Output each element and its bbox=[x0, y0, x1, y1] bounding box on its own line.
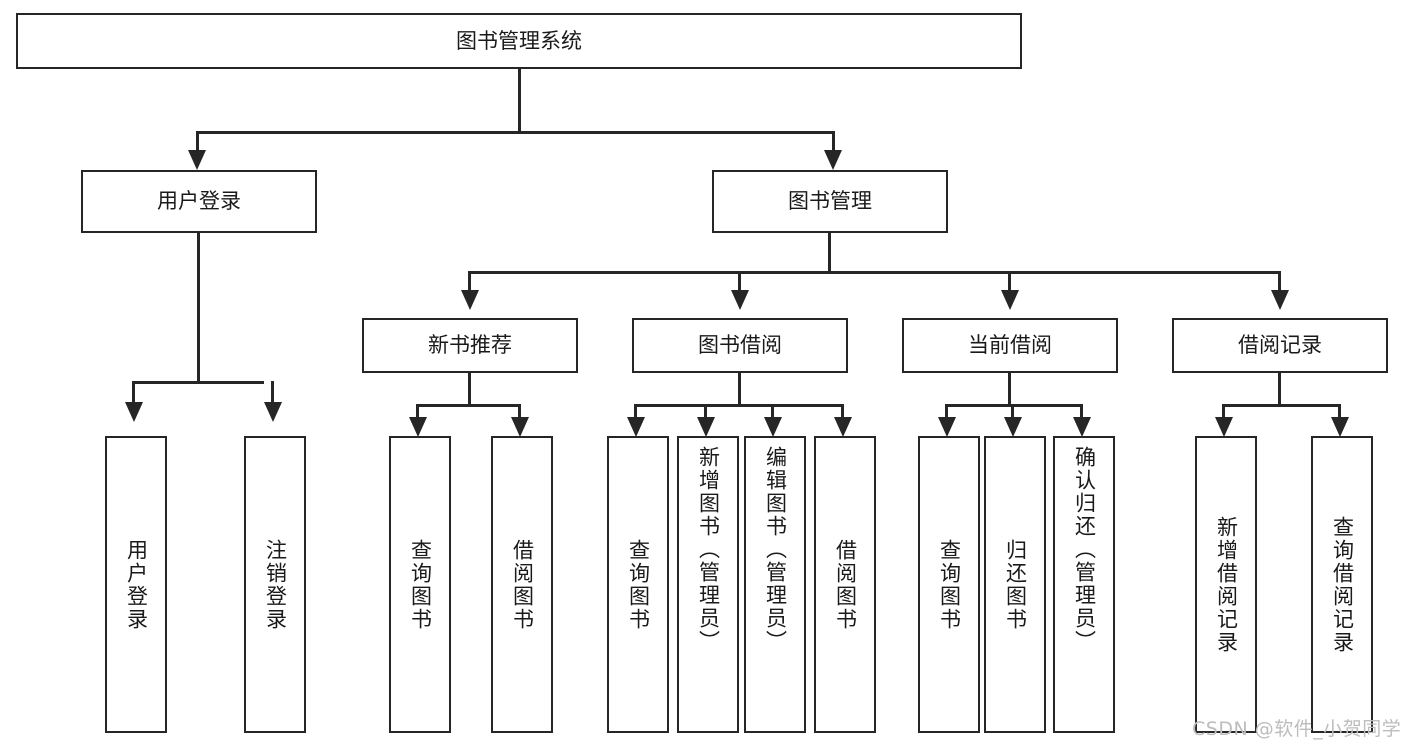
leaf-logout[interactable]: 注销登录 bbox=[244, 436, 306, 733]
edge-level3-drop-3 bbox=[1008, 271, 1011, 291]
leaf-query-book-current[interactable]: 查询图书 bbox=[918, 436, 980, 733]
edge-level3-drop-1 bbox=[468, 271, 471, 291]
arrow-to-user-login bbox=[188, 150, 206, 170]
node-label: 用户登录 bbox=[157, 189, 241, 214]
edge-current-borrow-stem bbox=[1008, 373, 1011, 406]
arrow-to-confirm-return-admin bbox=[1073, 417, 1091, 437]
node-label: 当前借阅 bbox=[968, 333, 1052, 358]
leaf-edit-book-admin[interactable]: 编辑图书（管理员） bbox=[744, 436, 806, 733]
edge-root-bar bbox=[196, 131, 834, 134]
edge-current-borrow-drop-1 bbox=[945, 404, 948, 419]
edge-book-borrow-bar bbox=[634, 404, 843, 407]
leaf-query-book-recommend[interactable]: 查询图书 bbox=[389, 436, 451, 733]
edge-new-book-drop-1 bbox=[416, 404, 419, 419]
edge-user-login-bar bbox=[132, 381, 264, 384]
node-current-borrow[interactable]: 当前借阅 bbox=[902, 318, 1118, 373]
edge-borrow-record-drop-1 bbox=[1222, 404, 1225, 419]
edge-user-login-stem bbox=[197, 233, 200, 383]
edge-book-borrow-drop-4 bbox=[841, 404, 844, 419]
edge-book-borrow-stem bbox=[738, 373, 741, 406]
arrow-to-return-book bbox=[1004, 417, 1022, 437]
leaf-query-book-borrow[interactable]: 查询图书 bbox=[607, 436, 669, 733]
leaf-label: 查询图书 bbox=[626, 538, 651, 631]
leaf-label: 编辑图书（管理员） bbox=[763, 446, 788, 653]
leaf-query-borrow-record[interactable]: 查询借阅记录 bbox=[1311, 436, 1373, 733]
node-borrow-record[interactable]: 借阅记录 bbox=[1172, 318, 1388, 373]
leaf-label: 查询借阅记录 bbox=[1330, 515, 1355, 654]
watermark-text: CSDN @软件_小贺同学 bbox=[1192, 718, 1402, 740]
node-label: 图书管理 bbox=[788, 189, 872, 214]
leaf-add-book-admin[interactable]: 新增图书（管理员） bbox=[677, 436, 739, 733]
node-root-book-management-system[interactable]: 图书管理系统 bbox=[16, 13, 1022, 69]
edge-current-borrow-drop-3 bbox=[1080, 404, 1083, 419]
arrow-to-logout-leaf bbox=[264, 402, 282, 422]
arrow-to-borrow-book-2 bbox=[834, 417, 852, 437]
edge-level3-bar bbox=[468, 271, 1280, 274]
arrow-to-query-book-3 bbox=[938, 417, 956, 437]
edge-book-borrow-drop-1 bbox=[634, 404, 637, 419]
arrow-to-query-book-2 bbox=[627, 417, 645, 437]
leaf-user-login[interactable]: 用户登录 bbox=[105, 436, 167, 733]
edge-borrow-record-drop-2 bbox=[1338, 404, 1341, 419]
arrow-to-book-borrow bbox=[731, 290, 749, 310]
arrow-to-new-book-recommend bbox=[461, 290, 479, 310]
edge-book-management-stem bbox=[828, 233, 831, 273]
leaf-label: 借阅图书 bbox=[510, 538, 535, 631]
edge-user-login-drop-2 bbox=[271, 381, 274, 403]
arrow-to-query-book-1 bbox=[409, 417, 427, 437]
edge-borrow-record-stem bbox=[1278, 373, 1281, 406]
leaf-label: 新增图书（管理员） bbox=[696, 446, 721, 653]
arrow-to-add-book-admin bbox=[697, 417, 715, 437]
arrow-to-book-management bbox=[824, 150, 842, 170]
leaf-label: 归还图书 bbox=[1003, 538, 1028, 631]
edge-new-book-stem bbox=[468, 373, 471, 406]
leaf-confirm-return-admin[interactable]: 确认归还（管理员） bbox=[1053, 436, 1115, 733]
node-user-login[interactable]: 用户登录 bbox=[81, 170, 317, 233]
leaf-label: 注销登录 bbox=[263, 538, 288, 631]
edge-book-borrow-drop-3 bbox=[771, 404, 774, 419]
leaf-return-book[interactable]: 归还图书 bbox=[984, 436, 1046, 733]
leaf-label: 查询图书 bbox=[408, 538, 433, 631]
edge-root-stem bbox=[518, 69, 521, 133]
edge-root-drop-right bbox=[832, 131, 835, 151]
edge-new-book-drop-2 bbox=[518, 404, 521, 419]
edge-root-drop-left bbox=[196, 131, 199, 151]
node-new-book-recommend[interactable]: 新书推荐 bbox=[362, 318, 578, 373]
leaf-label: 借阅图书 bbox=[833, 538, 858, 631]
node-label: 新书推荐 bbox=[428, 333, 512, 358]
arrow-to-user-login-leaf bbox=[125, 402, 143, 422]
edge-borrow-record-bar bbox=[1222, 404, 1340, 407]
leaf-label: 新增借阅记录 bbox=[1214, 515, 1239, 654]
edge-book-borrow-drop-2 bbox=[704, 404, 707, 419]
edge-new-book-bar bbox=[416, 404, 521, 407]
arrow-to-borrow-record bbox=[1271, 290, 1289, 310]
edge-current-borrow-drop-2 bbox=[1011, 404, 1014, 419]
arrow-to-current-borrow bbox=[1001, 290, 1019, 310]
node-label: 借阅记录 bbox=[1238, 333, 1322, 358]
leaf-borrow-book[interactable]: 借阅图书 bbox=[814, 436, 876, 733]
edge-level3-drop-2 bbox=[738, 271, 741, 291]
arrow-to-add-borrow-record bbox=[1215, 417, 1233, 437]
arrow-to-borrow-book-1 bbox=[511, 417, 529, 437]
leaf-borrow-book-recommend[interactable]: 借阅图书 bbox=[491, 436, 553, 733]
node-book-management[interactable]: 图书管理 bbox=[712, 170, 948, 233]
arrow-to-edit-book-admin bbox=[764, 417, 782, 437]
edge-current-borrow-bar bbox=[945, 404, 1082, 407]
arrow-to-query-borrow-record bbox=[1331, 417, 1349, 437]
leaf-label: 确认归还（管理员） bbox=[1072, 446, 1097, 653]
node-label: 图书借阅 bbox=[698, 333, 782, 358]
edge-level3-drop-4 bbox=[1278, 271, 1281, 291]
node-label: 图书管理系统 bbox=[456, 28, 582, 53]
leaf-label: 用户登录 bbox=[124, 538, 149, 631]
leaf-label: 查询图书 bbox=[937, 538, 962, 631]
leaf-add-borrow-record[interactable]: 新增借阅记录 bbox=[1195, 436, 1257, 733]
edge-user-login-drop-1 bbox=[132, 381, 135, 403]
node-book-borrow[interactable]: 图书借阅 bbox=[632, 318, 848, 373]
